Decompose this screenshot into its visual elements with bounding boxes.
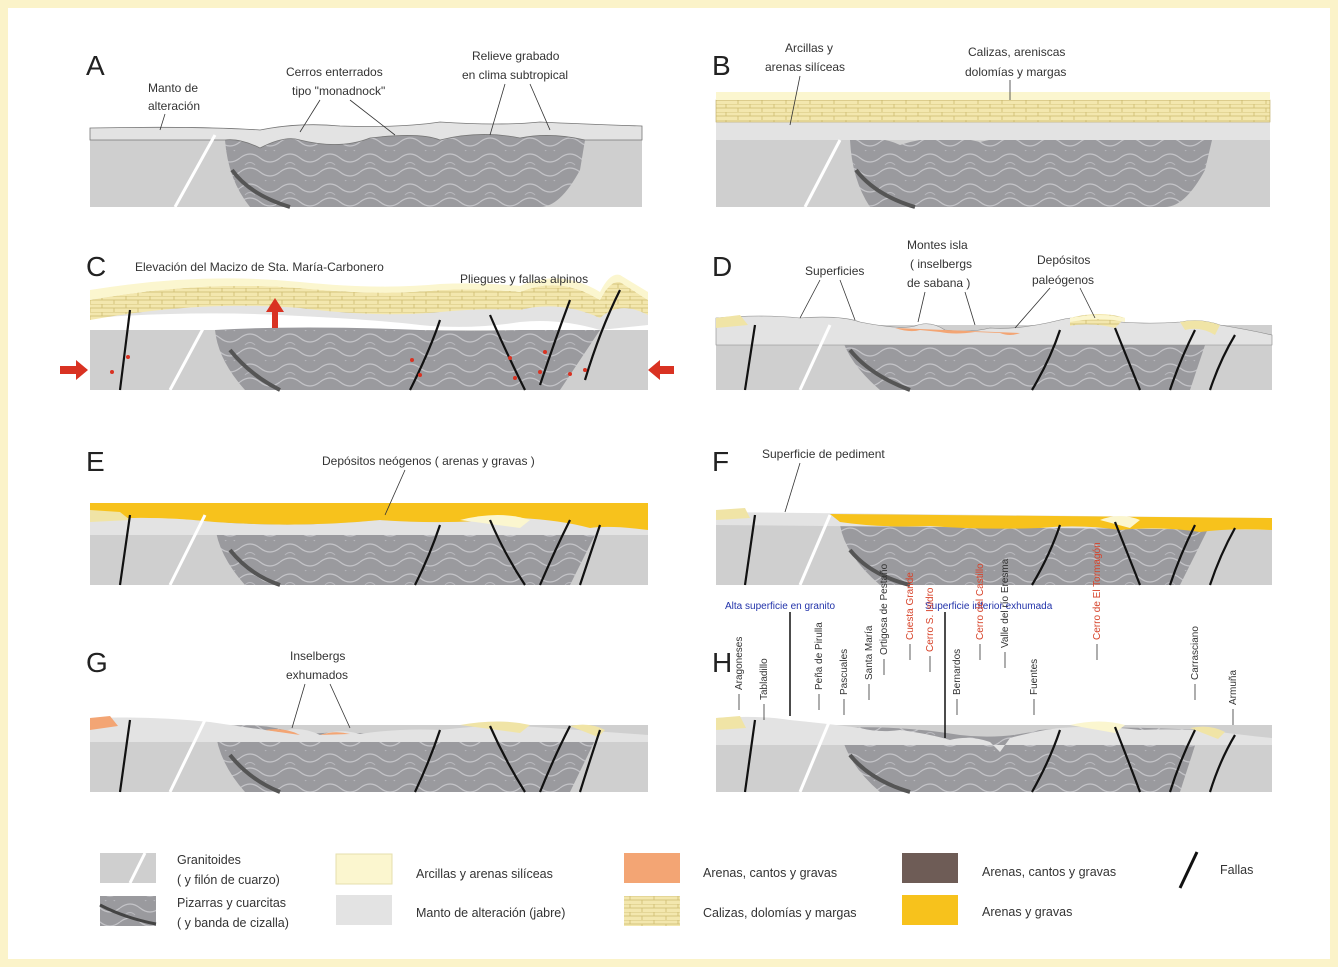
label-d-6: paleógenos [1032, 273, 1094, 287]
svg-text:Arenas y gravas: Arenas y gravas [982, 905, 1072, 919]
legend-item-slate: Pizarras y cuarcitas ( y banda de cizall… [99, 896, 289, 930]
svg-text:Arcillas y arenas silíceas: Arcillas y arenas silíceas [416, 867, 553, 881]
label-a-6: en clima subtropical [462, 68, 568, 82]
place-label: Cerro de El Tormagón [1092, 542, 1103, 640]
panel-letter-h: H [712, 647, 732, 678]
legend: Granitoides ( y filón de cuarzo) Pizarra… [99, 851, 1253, 930]
slate-body [225, 134, 585, 207]
label-e-1: Depósitos neógenos ( arenas y gravas ) [322, 454, 535, 468]
place-label: Cerro S. Isidro [925, 587, 936, 652]
label-a-1: Manto de [148, 81, 198, 95]
compression-arrow-left [60, 360, 88, 380]
label-c-2: Pliegues y fallas alpinos [460, 272, 588, 286]
label-d-5: Depósitos [1037, 253, 1090, 267]
place-label: Carrasciano [1190, 626, 1201, 680]
label-h-lower-surface: Superficie inferior exhumada [925, 601, 1053, 612]
svg-text:Pizarras y cuarcitas: Pizarras y cuarcitas [177, 896, 286, 910]
clay-sand-layer [716, 92, 1270, 100]
legend-item-brown-sand: Arenas, cantos y gravas [902, 853, 1116, 883]
label-d-2: Montes isla [907, 238, 968, 252]
panel-letter-b: B [712, 50, 731, 81]
label-d-1: Superficies [805, 264, 864, 278]
compression-arrow-right [648, 360, 674, 380]
panel-a: A Manto de alteración Cerros enterrados … [86, 49, 643, 209]
legend-item-yellow-gravel: Arenas y gravas [902, 895, 1072, 925]
label-b-1: Arcillas y [785, 41, 833, 55]
svg-text:Arenas, cantos y gravas: Arenas, cantos y gravas [982, 865, 1116, 879]
label-g-2: exhumados [286, 668, 348, 682]
label-b-4: dolomías y margas [965, 65, 1066, 79]
place-label: Santa María [864, 625, 875, 680]
panel-d: D Superficies Montes isla ( inselbergs d… [712, 238, 1273, 392]
place-label: Bernardos [952, 649, 963, 695]
svg-text:Fallas: Fallas [1220, 863, 1253, 877]
fault-line [118, 309, 132, 391]
place-label: Armuña [1228, 670, 1239, 705]
legend-item-weathering: Manto de alteración (jabre) [336, 895, 565, 925]
legend-item-clay-sand: Arcillas y arenas silíceas [335, 853, 553, 885]
legend-item-faults: Fallas [1178, 851, 1253, 889]
label-c-1: Elevación del Macizo de Sta. María-Carbo… [135, 260, 384, 274]
panel-letter-a: A [86, 50, 105, 81]
svg-text:Arenas, cantos y gravas: Arenas, cantos y gravas [703, 866, 837, 880]
geology-diagram: A Manto de alteración Cerros enterrados … [60, 41, 1273, 930]
panel-letter-c: C [86, 251, 106, 282]
label-d-3: ( inselbergs [910, 257, 972, 271]
label-f-1: Superficie de pediment [762, 447, 885, 461]
label-a-2: alteración [148, 99, 200, 113]
legend-item-limestone: Calizas, dolomías y margas [624, 896, 857, 926]
figure-frame: A Manto de alteración Cerros enterrados … [8, 8, 1330, 959]
place-labels: Aragoneses Tabladillo Peña de Pirulla Pascu… [734, 542, 1239, 725]
panel-f: F Superficie de pediment [712, 446, 1272, 587]
place-label: Fuentes [1029, 659, 1040, 695]
place-label: Aragoneses [734, 637, 745, 690]
label-a-5: Relieve grabado [472, 49, 560, 63]
neogene-deposits [90, 503, 648, 530]
label-d-4: de sabana ) [907, 276, 970, 290]
shear-band [230, 168, 291, 209]
svg-text:( y banda de cizalla): ( y banda de cizalla) [177, 916, 289, 930]
label-b-3: Calizas, areniscas [968, 45, 1065, 59]
slate-body [850, 134, 1212, 207]
legend-item-orange-sand: Arenas, cantos y gravas [624, 853, 837, 883]
label-a-3: Cerros enterrados [286, 65, 383, 79]
panel-letter-d: D [712, 251, 732, 282]
weathering-mantle [89, 121, 643, 149]
quartz-vein [173, 134, 217, 208]
place-label: Cerro del Castillo [975, 563, 986, 640]
place-label: Pascuales [839, 649, 850, 695]
place-label: Ortigosa de Pestaño [879, 563, 890, 655]
legend-item-granite: Granitoides ( y filón de cuarzo) [100, 852, 280, 887]
svg-text:Granitoides: Granitoides [177, 853, 241, 867]
svg-text:( y filón de cuarzo): ( y filón de cuarzo) [177, 873, 280, 887]
panel-letter-g: G [86, 647, 108, 678]
panel-h: H Alta superficie en granito Superficie … [712, 542, 1272, 794]
svg-text:Manto de alteración (jabre): Manto de alteración (jabre) [416, 906, 565, 920]
panel-b: B Arcillas y arenas silíceas Calizas, ar… [712, 41, 1271, 209]
panel-c: C Elevación del Macizo de Sta. María-Car… [60, 251, 674, 392]
panel-e: E Depósitos neógenos ( arenas y gravas ) [86, 446, 648, 587]
label-b-2: arenas silíceas [765, 60, 845, 74]
panel-letter-f: F [712, 446, 729, 477]
place-label: Tabladillo [759, 658, 770, 700]
uplift-arrow [266, 298, 284, 328]
limestone-layer [715, 99, 1271, 123]
svg-text:Calizas, dolomías y margas: Calizas, dolomías y margas [703, 906, 857, 920]
place-label: Peña de Pirulla [814, 622, 825, 690]
panel-letter-e: E [86, 446, 105, 477]
panel-g: G Inselbergs exhumados [86, 647, 648, 794]
label-g-1: Inselbergs [290, 649, 345, 663]
label-h-high-surface: Alta superficie en granito [725, 601, 836, 612]
place-label: Cuesta Grande [905, 572, 916, 640]
place-label: Valle del río Eresma [1000, 558, 1011, 648]
label-a-4: tipo "monadnock" [292, 84, 385, 98]
